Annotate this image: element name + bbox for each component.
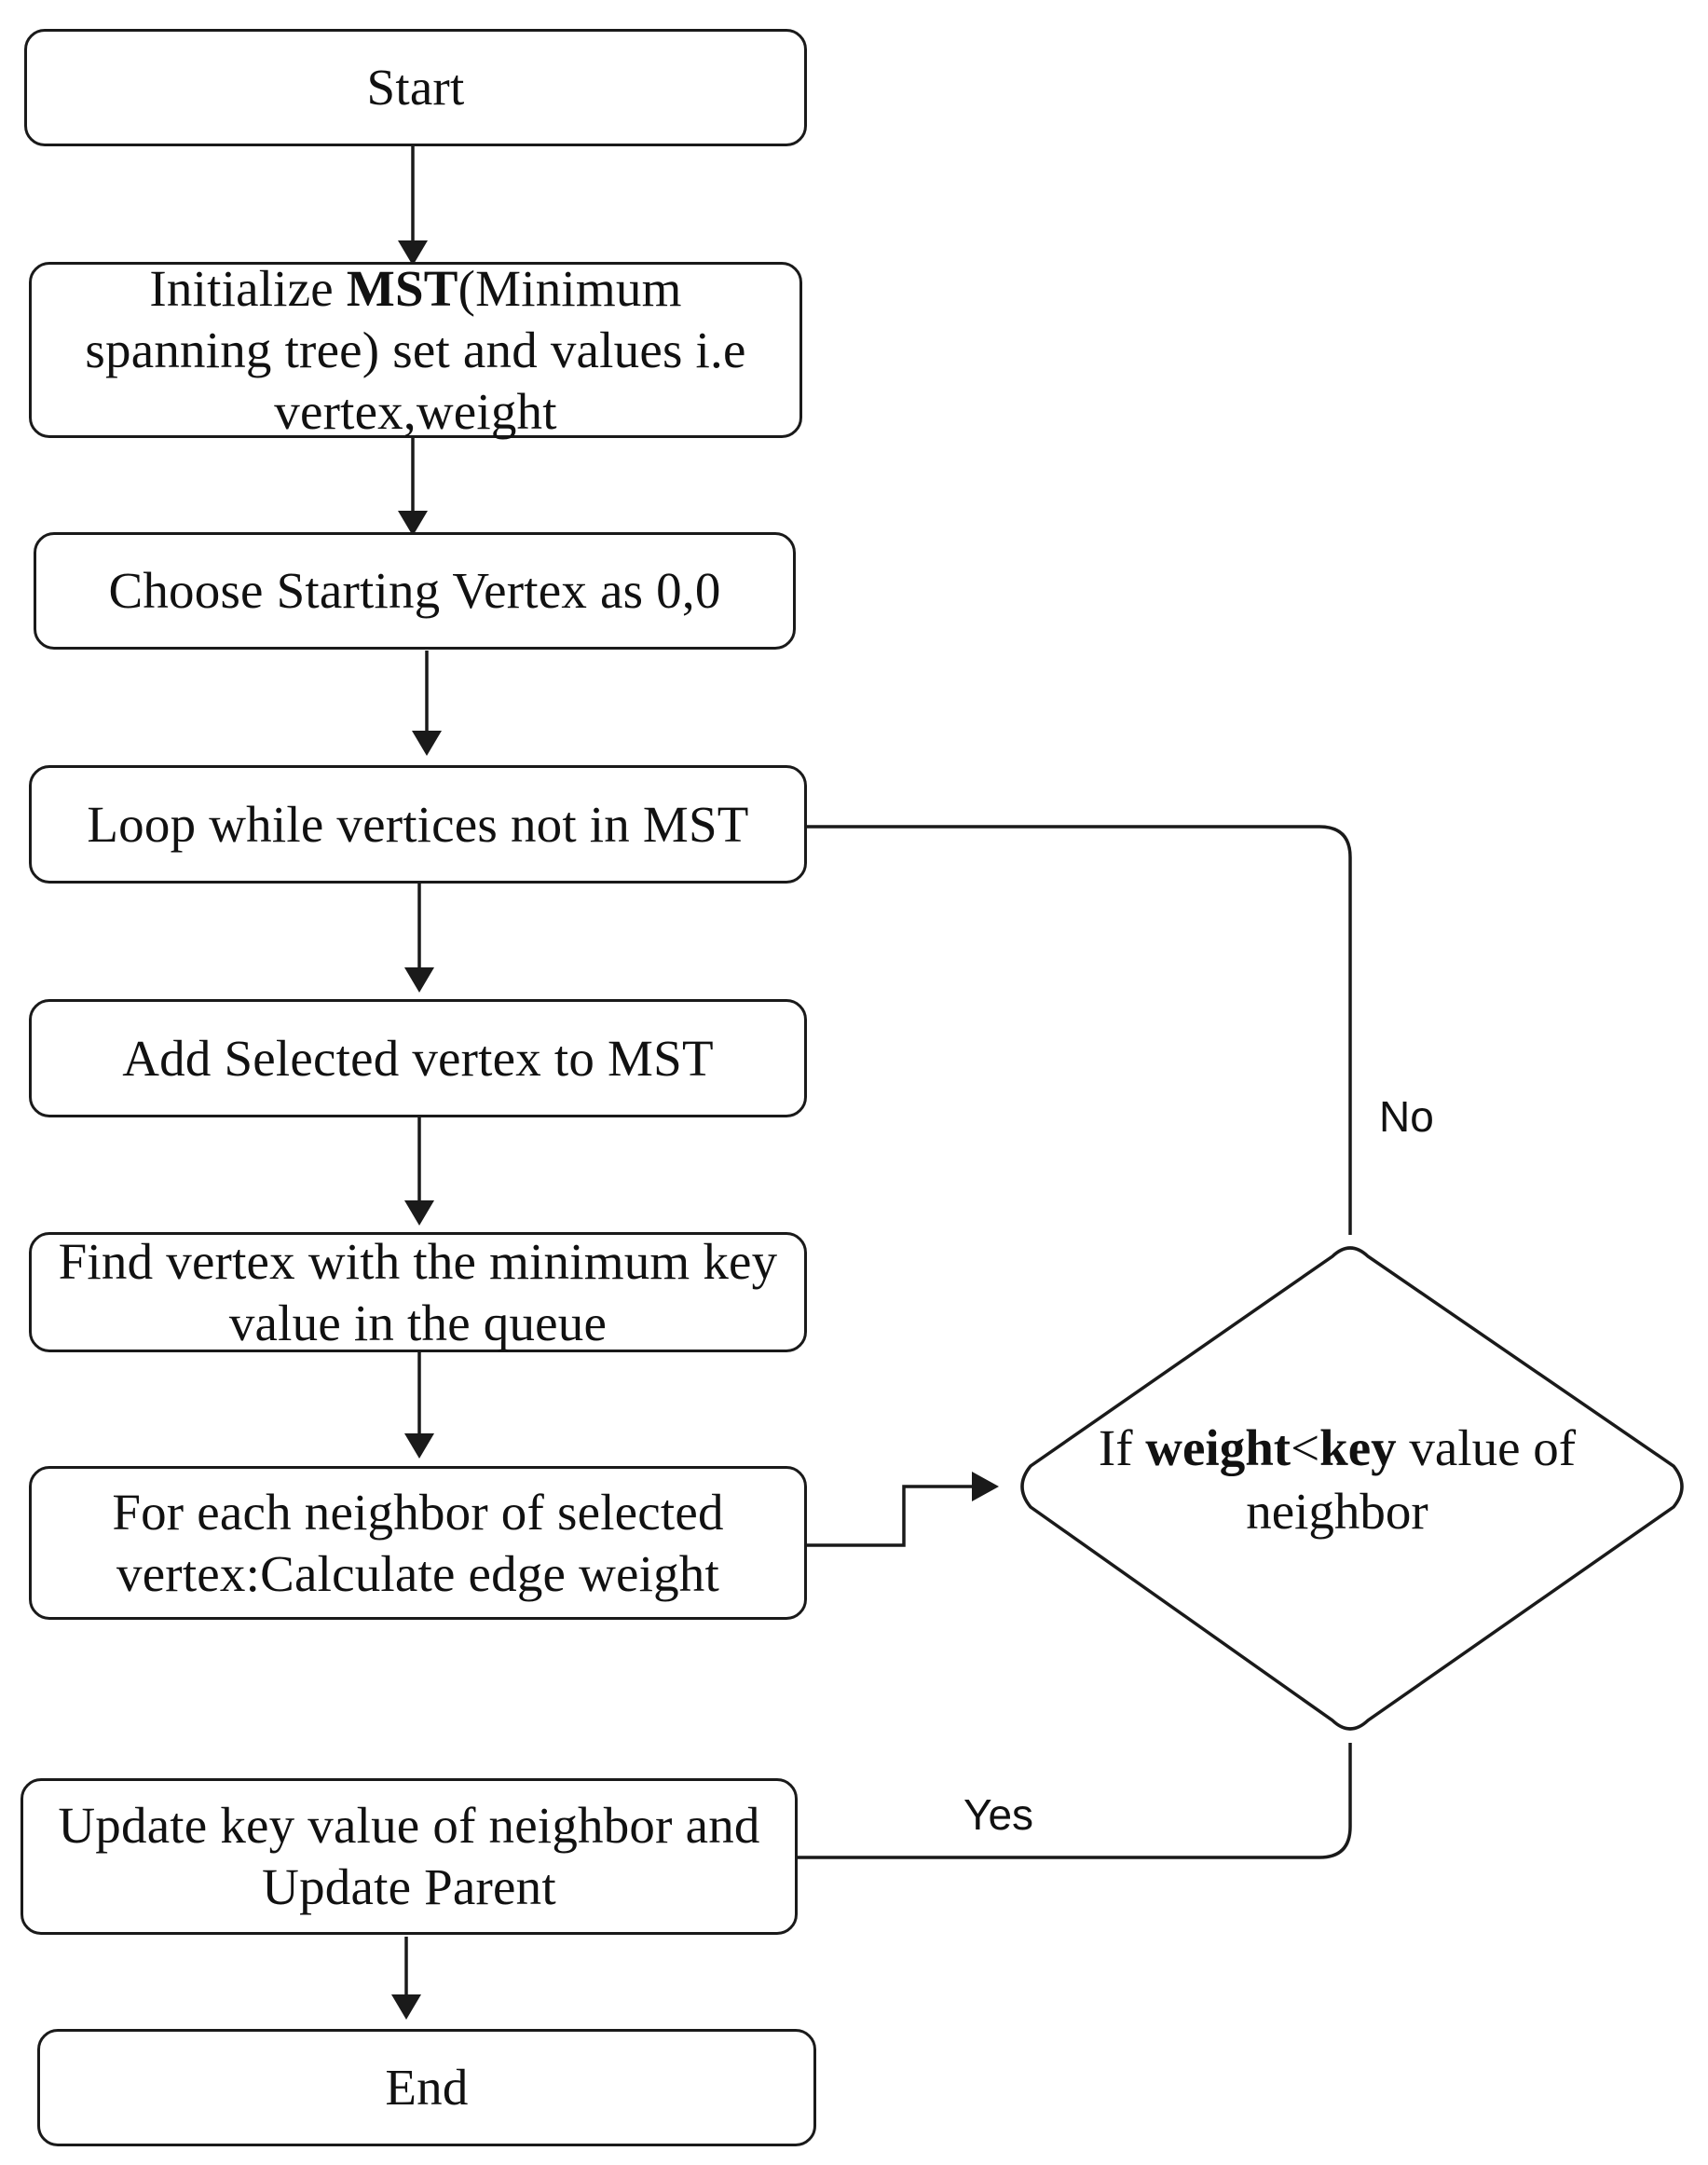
start-label: Start (366, 59, 465, 116)
loop-node: Loop while vertices not in MST (29, 765, 807, 884)
for-each-line-2: vertex:Calculate edge weight (116, 1544, 719, 1602)
initialize-node: Initialize MST(Minimum spanning tree) se… (29, 260, 802, 440)
loop-label: Loop while vertices not in MST (87, 795, 749, 853)
arrowhead-init-to-choose (398, 511, 428, 536)
find-min-line-2: value in the queue (228, 1294, 608, 1351)
arrowhead-foreach-to-decision (972, 1472, 999, 1501)
end-label: End (385, 2059, 469, 2116)
arrowhead-add-to-find (404, 1200, 434, 1226)
mst-term: MST (346, 259, 458, 317)
decision-label: If weight<key value of neighbor (1034, 1417, 1640, 1543)
arrowhead-update-to-end (391, 1994, 421, 2020)
yes-edge-label: Yes (963, 1790, 1034, 1839)
initialize-suffix: (Minimum (458, 259, 682, 317)
no-edge-label: No (1379, 1092, 1434, 1141)
decision-if: If (1098, 1419, 1146, 1476)
decision-line-2: neighbor (1246, 1483, 1428, 1540)
arrowhead-start-to-init (398, 240, 428, 266)
arrowhead-find-to-foreach (404, 1433, 434, 1459)
decision-less-than: < (1291, 1419, 1320, 1476)
add-vertex-label: Add Selected vertex to MST (122, 1029, 714, 1087)
find-min-line-1: Find vertex with the minimum key (58, 1232, 778, 1290)
add-vertex-node: Add Selected vertex to MST (29, 999, 807, 1117)
update-line-1: Update key value of neighbor and (58, 1797, 760, 1854)
arrow-decision-no-to-loop (807, 825, 1352, 1235)
choose-start-node: Choose Starting Vertex as 0,0 (34, 532, 796, 650)
arrow-foreach-to-decision (807, 1485, 978, 1547)
decision-line-1: If weight<key value of (1034, 1417, 1640, 1480)
initialize-line-3: vertex,weight (274, 382, 557, 440)
initialize-line-2: spanning tree) set and values i.e (85, 321, 746, 378)
decision-value-of: value of (1396, 1419, 1577, 1476)
initialize-prefix: Initialize (149, 259, 347, 317)
update-node: Update key value of neighbor and Update … (20, 1778, 798, 1935)
decision-diamond (1020, 1246, 1684, 1731)
update-line-2: Update Parent (262, 1858, 556, 1915)
choose-start-label: Choose Starting Vertex as 0,0 (108, 562, 721, 619)
for-each-neighbor-node: For each neighbor of selected vertex:Cal… (29, 1466, 807, 1620)
end-node: End (37, 2029, 816, 2146)
decision-weight-term: weight (1145, 1419, 1291, 1476)
arrowhead-choose-to-loop (412, 731, 442, 756)
start-node: Start (24, 29, 807, 146)
arrow-decision-yes-to-update (798, 1743, 1352, 1859)
for-each-line-1: For each neighbor of selected (112, 1483, 724, 1541)
decision-key-term: key (1319, 1419, 1397, 1476)
initialize-line-1: Initialize MST(Minimum (149, 258, 681, 320)
find-min-node: Find vertex with the minimum key value i… (29, 1232, 807, 1352)
arrowhead-loop-to-add (404, 967, 434, 993)
